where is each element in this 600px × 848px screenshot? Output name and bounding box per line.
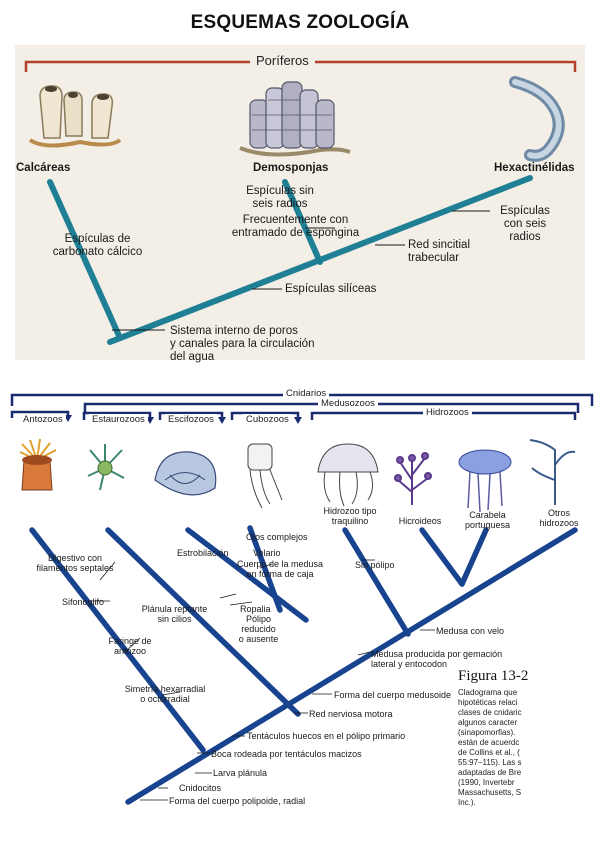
char-sin-polipo: Sin pólipo	[355, 560, 395, 570]
char-estrobilacion: Estrobilación	[177, 548, 229, 558]
char-cnidocitos: Cnidocitos	[179, 783, 222, 793]
calcarea-sponge-illustration	[28, 85, 122, 148]
antozoos-label: Antozoos	[20, 414, 66, 425]
anemone-illustration	[19, 438, 57, 491]
estaurozoos-branch	[105, 527, 301, 717]
organism-label-carabela: Carabela portuguesa	[464, 510, 511, 530]
other-hydrozoa-illustration	[529, 439, 576, 505]
cubozoa-illustration	[247, 443, 283, 509]
char-simetria: Simetría hexarradial o octorradial	[124, 684, 206, 704]
char-ojos-complejos: Ojos complejos	[246, 532, 308, 542]
figure-caption-line: Inc.).	[458, 798, 476, 807]
char-forma-poliploide: Forma del cuerpo polipoide, radial	[169, 796, 306, 806]
demosponge-illustration	[239, 81, 351, 157]
figure-caption-line: de Collins et al., (	[458, 748, 520, 757]
figure-caption-line: Massachusetts, S	[458, 788, 522, 797]
char-planula-reptante: Plánula reptante sin cilios	[141, 604, 208, 624]
char-espiculas-siliceas: Espículas silíceas	[285, 283, 377, 295]
char-velario: Velario	[253, 548, 281, 558]
escifozoos-bracket	[158, 411, 224, 420]
organism-label-hicroideos: Hicroideos	[398, 516, 442, 526]
char-medusa-gemacion: Medusa producida por gemación lateral y …	[371, 649, 503, 669]
hydroid-illustration	[394, 452, 432, 505]
group-label-hexactinelidas: Hexactinélidas	[494, 162, 575, 174]
char-red-nerviosa: Red nerviosa motora	[309, 709, 393, 719]
figure-caption-line: Cladograma que	[458, 688, 518, 697]
char-larva-planula: Larva plánula	[213, 768, 268, 778]
demosponge-branch	[282, 179, 323, 265]
scyphozoa-illustration	[154, 451, 217, 496]
group-label-demosponjas: Demosponjas	[253, 162, 329, 174]
cnidaria-tree	[10, 393, 594, 805]
medusozoos-label: Medusozoos	[318, 398, 378, 409]
char-digestivo: Digestivo con filamentos septales	[36, 553, 114, 573]
char-tentaculos-huecos: Tentáculos huecos en el pólipo primario	[247, 731, 406, 741]
cnidaria-trunk	[125, 527, 578, 805]
char-sifonoglifo: Sifonoglifo	[62, 597, 105, 607]
carabela-branch	[459, 527, 489, 587]
char-medusa-velo: Medusa con velo	[436, 626, 505, 636]
char-faringe: Faringe de antozoo	[108, 636, 152, 656]
hicroideos-branch	[419, 527, 465, 587]
escifozoos-branch	[185, 527, 309, 623]
char-polipo-reducido: Pólipo reducido o ausente	[238, 614, 279, 644]
figure-caption-line: clases de cnidaric	[458, 708, 522, 717]
trachyline-hydrozoa-illustration	[317, 443, 379, 507]
char-espiculas-carbonato: Espículas de carbonato cálcico	[52, 233, 143, 258]
porifera-header: Poríferos	[250, 53, 315, 68]
figure-caption-line: hipotéticas relaci	[458, 698, 518, 707]
estaurozoos-label: Estaurozoos	[89, 414, 148, 425]
figure-caption-line: adaptadas de Bre	[458, 768, 522, 777]
figure-caption-line: (sinapomorfias).	[458, 728, 516, 737]
estaurozoos-bracket	[82, 411, 152, 420]
hidrozoos-label: Hidrozoos	[423, 407, 472, 418]
group-label-calcareas: Calcáreas	[16, 162, 71, 174]
figure-caption-line: 55:97–115). Las s	[458, 758, 522, 767]
cubozoos-branch	[247, 525, 283, 613]
cubozoos-bracket	[230, 411, 300, 420]
cubozoos-label: Cubozoos	[243, 414, 292, 425]
organism-label-hidrozoo-traquilino: Hidrozoo tipo traquilino	[323, 506, 377, 526]
char-red-sincitial: Red sincitial trabecular	[408, 239, 470, 264]
page-title: ESQUEMAS ZOOLOGÍA	[190, 12, 410, 33]
stauromedusa-illustration	[87, 444, 125, 491]
figure-caption-line: algunos caracter	[458, 718, 518, 727]
char-espiculas-sin-radios: Espículas sin seis radios	[246, 185, 314, 210]
char-sistema-poros: Sistema interno de poros y canales para …	[170, 325, 315, 363]
hexactinellid-illustration	[509, 76, 565, 162]
organism-label-otros-hidrozoos: Otros hidrozoos	[539, 508, 579, 528]
calcarea-branch	[47, 179, 123, 341]
figure-caption-line: están de acuerdc	[458, 738, 520, 747]
antozoos-branch	[29, 527, 206, 753]
char-ropalia: Ropalia	[240, 604, 271, 614]
char-forma-medusoide: Forma del cuerpo medusoide	[334, 690, 452, 700]
figure-title: Figura 13-2	[458, 668, 529, 684]
trachyline-branch	[342, 527, 411, 637]
char-entramado-espongina: Frecuentemente con entramado de espongin…	[231, 214, 360, 239]
figure-caption-line: (1990, Invertebr	[458, 778, 515, 787]
portuguese-man-o-war-illustration	[458, 449, 512, 513]
escifozoos-label: Escifozoos	[165, 414, 217, 425]
char-espiculas-seis-radios: Espículas con seis radios	[500, 205, 550, 243]
cnidarios-label: Cnidarios	[283, 388, 330, 399]
char-boca-rodeada: Boca rodeada por tentáculos macizos	[211, 749, 362, 759]
char-cuerpo-caja: Cuerpo de la medusa en forma de caja	[236, 559, 324, 579]
